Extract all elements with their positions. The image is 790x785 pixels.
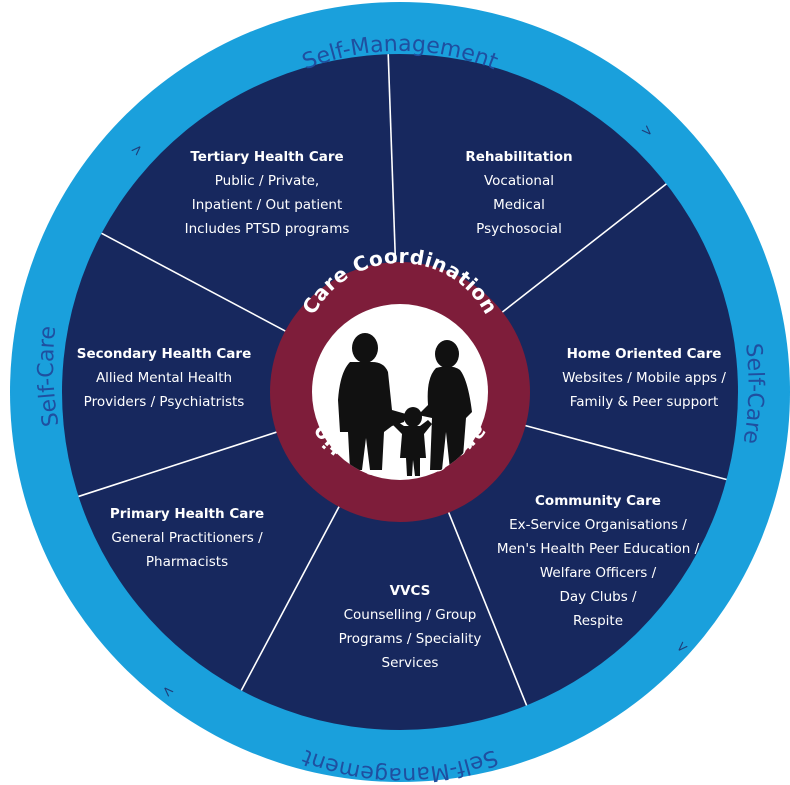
segment-divider-line <box>523 424 727 481</box>
segment-line: Vocational <box>484 173 554 189</box>
segment-divider-line <box>387 54 397 265</box>
segment-line: Services <box>382 655 439 671</box>
segment-line: Family & Peer support <box>570 394 719 410</box>
segment-secondary-health-care: Secondary Health Care Allied Mental Heal… <box>77 346 252 410</box>
segment-vvcs: VVCS Counselling / Group Programs / Spec… <box>339 583 482 671</box>
segment-line: Welfare Officers / <box>540 565 657 581</box>
segment-title: Home Oriented Care <box>567 346 722 362</box>
segment-line: Programs / Speciality <box>339 631 482 647</box>
segment-dividers <box>78 54 727 706</box>
segment-primary-health-care: Primary Health Care General Practitioner… <box>110 506 264 570</box>
segment-rehabilitation: Rehabilitation Vocational Medical Psycho… <box>465 149 572 237</box>
segment-line: Counselling / Group <box>344 607 477 623</box>
segment-line: Respite <box>573 613 623 629</box>
segment-line: Men's Health Peer Education / <box>497 541 700 557</box>
segment-divider-line <box>101 232 288 333</box>
segment-divider-line <box>500 183 667 314</box>
segment-divider-line <box>78 430 279 498</box>
segment-line: Ex-Service Organisations / <box>509 517 687 533</box>
segment-line: Inpatient / Out patient <box>192 197 343 213</box>
segment-line: Providers / Psychiatrists <box>84 394 245 410</box>
segment-line: Pharmacists <box>146 554 228 570</box>
ring-label-right: Self-Care <box>738 342 768 445</box>
segment-title: Community Care <box>535 493 661 509</box>
segment-line: Allied Mental Health <box>96 370 232 386</box>
segment-line: General Practitioners / <box>111 530 263 546</box>
segment-home-oriented-care: Home Oriented Care Websites / Mobile app… <box>562 346 726 410</box>
segment-title: Primary Health Care <box>110 506 264 522</box>
segment-title: Tertiary Health Care <box>190 149 343 165</box>
family-silhouette-icon <box>338 333 472 476</box>
segment-tertiary-health-care: Tertiary Health Care Public / Private, I… <box>185 149 350 237</box>
segment-line: Public / Private, <box>215 173 319 189</box>
segment-divider-line <box>447 510 528 706</box>
segment-title: Secondary Health Care <box>77 346 252 362</box>
segment-divider-line <box>240 504 341 691</box>
segment-title: Rehabilitation <box>465 149 572 165</box>
segment-line: Includes PTSD programs <box>185 221 350 237</box>
segment-community-care: Community Care Ex-Service Organisations … <box>497 493 700 629</box>
segment-line: Medical <box>493 197 545 213</box>
segment-line: Websites / Mobile apps / <box>562 370 726 386</box>
segment-title: VVCS <box>390 583 431 599</box>
segment-line: Psychosocial <box>476 221 562 237</box>
segment-line: Day Clubs / <box>559 589 637 605</box>
